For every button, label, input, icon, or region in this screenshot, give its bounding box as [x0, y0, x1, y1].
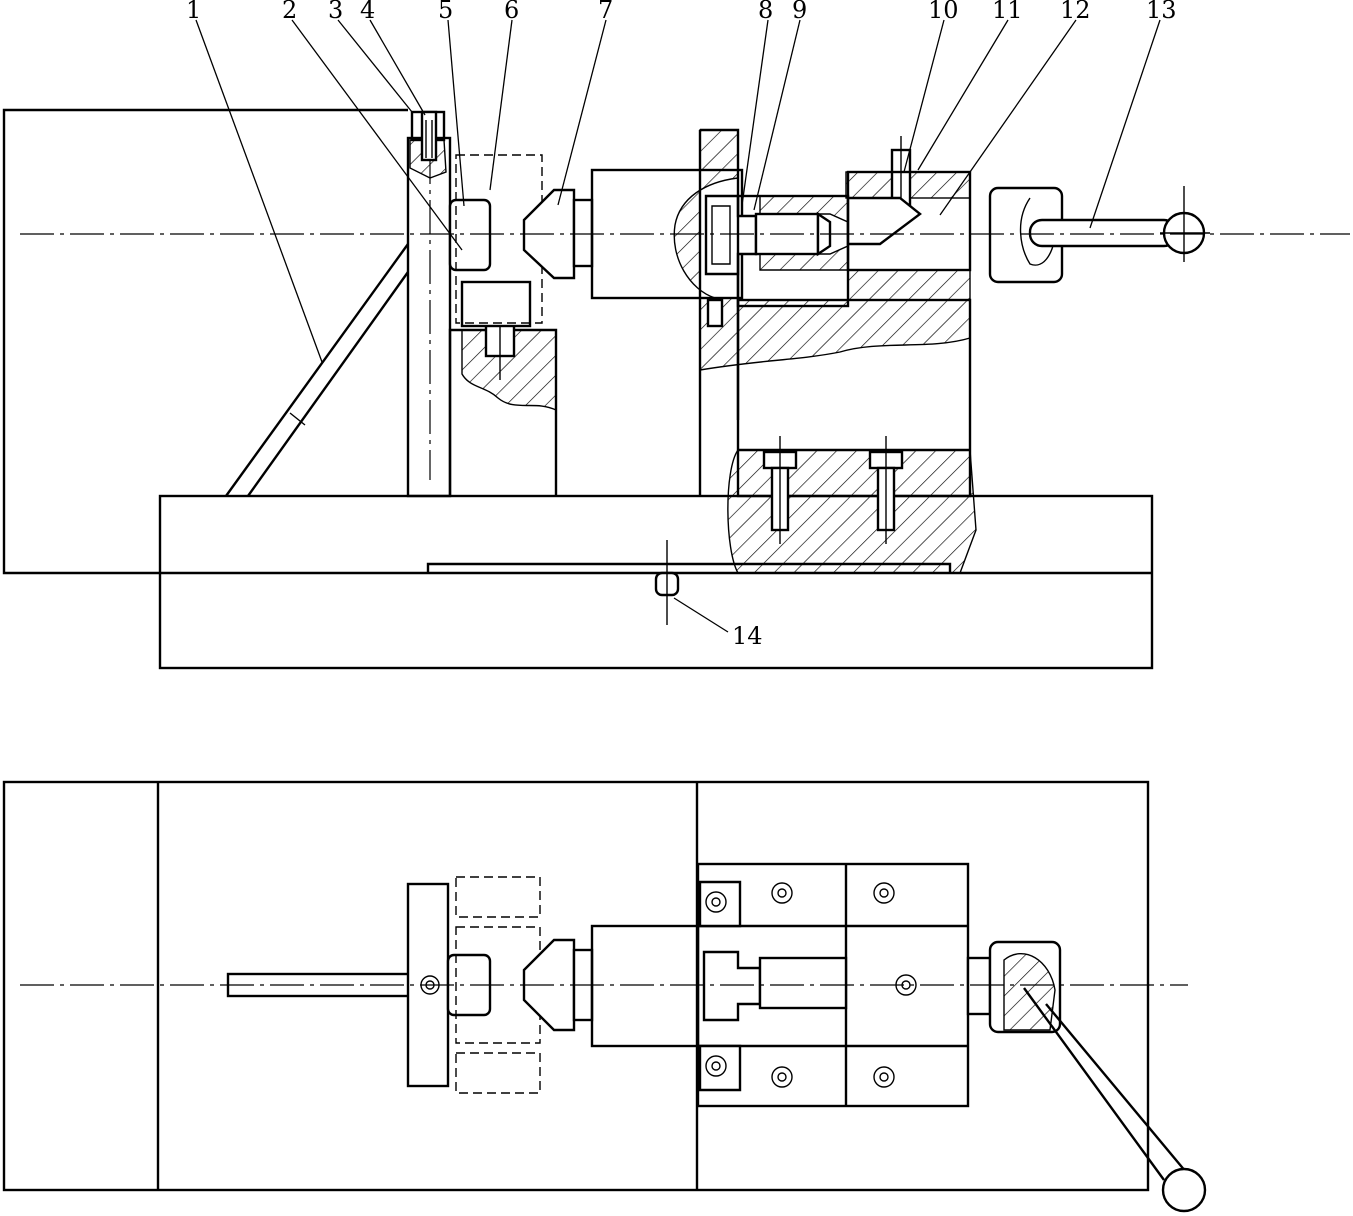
plan-phantom-bottom: [455, 1052, 541, 1094]
callout-10: 10: [928, 0, 959, 24]
brace-tick: [289, 412, 306, 426]
callout-numbers: 1 2 3 4 5 6 7 8 9 10 11 12 13 14: [186, 0, 1177, 650]
cap-screw: [420, 110, 438, 162]
t-head-screw: [704, 194, 758, 276]
front-view: [2, 108, 1350, 670]
top-view: [2, 780, 1207, 1213]
t-bolt-left: [762, 436, 798, 544]
brace-outer: [225, 243, 409, 497]
housing-pin: [706, 298, 724, 328]
callout-8: 8: [758, 0, 773, 24]
callout-14: 14: [732, 622, 763, 650]
callout-5: 5: [438, 0, 453, 24]
leader-lines: [195, 19, 1161, 633]
base-plate: [158, 494, 1154, 670]
callout-11: 11: [992, 0, 1023, 24]
plan-slide-body: [590, 924, 700, 1048]
callout-12: 12: [1060, 0, 1091, 24]
handle-rod: [1028, 218, 1178, 248]
brace-inner: [247, 271, 409, 497]
plan-handle-lever: [1023, 987, 1207, 1213]
locator-block: [460, 280, 532, 328]
callout-3: 3: [328, 0, 343, 24]
vertical-plate: [406, 136, 452, 498]
cone-body: [572, 198, 594, 268]
slider-bottom-hatch: [847, 269, 971, 301]
callout-7: 7: [598, 0, 613, 24]
housing-base-hatch: [727, 449, 977, 574]
plan-threaded-rod: [758, 956, 848, 1010]
callout-6: 6: [504, 0, 519, 24]
t-bolt-right: [868, 436, 904, 544]
callout-2: 2: [282, 0, 297, 24]
callout-4: 4: [360, 0, 375, 24]
plan-handle-neck: [966, 956, 992, 1016]
locator-pin: [448, 198, 492, 272]
t-head-inner: [711, 205, 731, 265]
left-frame: [2, 108, 408, 575]
wedge-key: [846, 196, 922, 246]
callout-9: 9: [792, 0, 807, 24]
plan-t-head: [702, 950, 762, 1022]
plan-outline: [2, 780, 1150, 1192]
handle-hub-break: [1019, 197, 1056, 266]
callout-13: 13: [1146, 0, 1177, 24]
callout-1: 1: [186, 0, 201, 24]
plan-phantom-top: [455, 876, 541, 918]
